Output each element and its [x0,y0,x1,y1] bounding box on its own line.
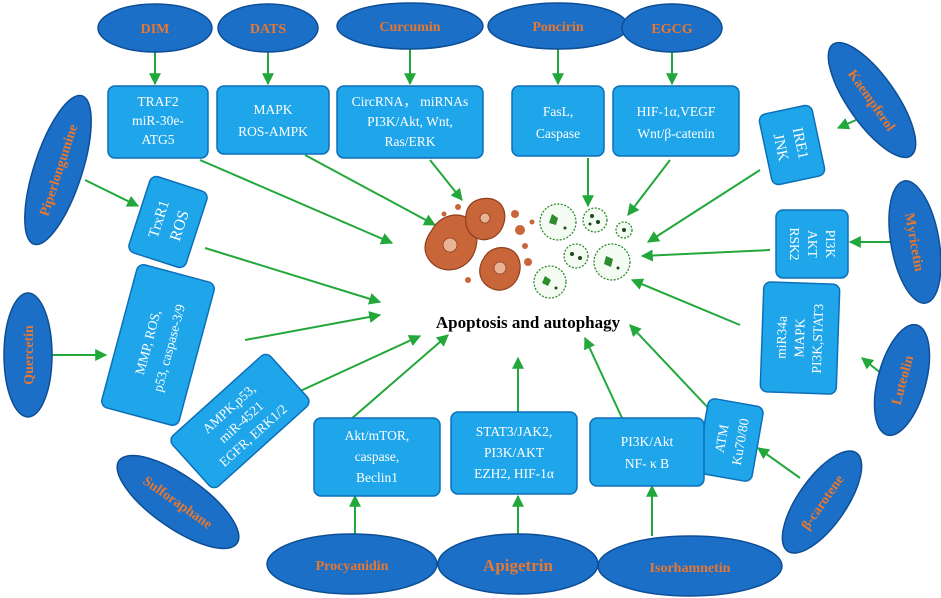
compound-egcg-label: EGCG [651,22,692,37]
arrow-myricetin-box-to-center [640,249,771,262]
target-box-apigetrin: STAT3/JAK2, PI3K/AKT EZH2, HIF-1α [450,411,578,495]
arrow-dats-box-to-center [304,154,437,226]
target-curcumin-line-3: Ras/ERK [384,134,435,149]
arrow-beta-carotene-to-box [757,447,801,479]
compound-ovals: DIM DATS Curcumin Poncirin EGCG Kaempfer… [3,2,941,597]
compound-piperlongumine: Piperlongumine [24,94,92,246]
compound-curcumin-label: Curcumin [379,20,440,35]
target-myricetin-line-2: AKT [805,230,820,258]
target-poncirin-line-1: FasL, [543,104,573,119]
target-curcumin-line-2: PI3K/Akt, Wnt, [367,114,453,129]
arrow-procyanidin-box-to-center [349,334,449,421]
compound-procyanidin-label: Procyanidin [316,559,389,574]
target-apigetrin-line-2: PI3K/AKT [484,445,545,460]
compound-beta-carotene: β-carotene [781,450,863,554]
target-box-curcumin: CircRNA， miRNAs PI3K/Akt, Wnt, Ras/ERK [336,85,484,159]
arrow-quercetin-box-to-center [244,311,382,341]
target-box-quercetin: MMP, ROS, p53, caspase-3/9 [101,263,215,427]
compound-apigetrin-label: Apigetrin [483,556,553,575]
target-box-procyanidin: Akt/mTOR, caspase, Beclin1 [313,417,441,497]
autophagic-vesicles-illustration [533,203,633,299]
compound-dim: DIM [97,3,213,53]
target-isorhamnetin-line-2: NF- κ B [625,456,669,471]
target-box-luteolin: miR34a MAPK PI3K,STAT3 [759,281,841,395]
target-apigetrin-line-3: EZH2, HIF-1α [474,466,554,481]
target-procyanidin-line-1: Akt/mTOR, [345,428,410,443]
target-luteolin-line-1: miR34a [773,316,789,359]
arrow-curcumin-box-to-center [429,159,463,201]
arrow-kaempferol-to-box [836,118,857,130]
target-to-center-arrows [199,154,771,421]
compound-curcumin: Curcumin [336,2,484,50]
target-box-isorhamnetin: PI3K/Akt NF- κ B [589,417,705,487]
compound-quercetin-label: Quercetin [22,325,37,385]
target-dim-line-3: ATG5 [142,132,175,147]
compound-isorhamnetin: Isorhamnetin [597,535,783,597]
target-luteolin-line-2: MAPK [791,318,807,358]
compound-dim-label: DIM [141,22,170,37]
arrow-isorhamnetin-box-to-center [584,336,623,419]
target-box-piperlongumine: TrxR1 ROS [128,175,208,269]
apoptotic-cells-illustration [424,197,535,291]
target-boxes: TRAF2 miR-30e- ATG5 MAPK ROS-AMPK CircRN… [101,85,849,497]
target-procyanidin-line-2: caspase, [355,449,400,464]
compound-poncirin-label: Poncirin [532,20,584,35]
arrow-egcg-box-to-center [627,159,671,216]
target-box-poncirin: FasL, Caspase [511,85,605,157]
target-kaempferol-line-1: IRE1 [789,126,811,160]
arrow-luteolin-to-box [861,357,883,375]
target-dats-line-1: MAPK [253,102,292,117]
compound-quercetin: Quercetin [3,292,53,418]
compound-dats-label: DATS [250,22,287,37]
target-box-beta-carotene: ATM Ku70/80 [696,398,764,482]
center-label: Apoptosis and autophagy [436,313,621,332]
compound-luteolin: Luteolin [873,323,931,437]
arrow-piperlongumine-to-box [84,179,140,207]
arrow-piperlongumine-box-to-center [204,247,382,305]
target-myricetin-line-3: RSK2 [787,227,802,260]
target-dim-line-1: TRAF2 [137,94,178,109]
target-box-egcg: HIF-1α,VEGF Wnt/β-catenin [612,85,740,157]
target-box-kaempferol: IRE1 JNK [758,104,826,186]
target-egcg-line-2: Wnt/β-catenin [637,126,715,141]
target-procyanidin-line-3: Beclin1 [356,470,398,485]
arrow-sulforaphane-box-to-center [284,335,422,399]
arrow-kaempferol-box-to-center [646,169,761,243]
arrow-luteolin-box-to-center [630,278,741,326]
target-dim-line-2: miR-30e- [132,113,184,128]
compound-dats: DATS [217,3,319,53]
compound-apigetrin: Apigetrin [437,533,599,595]
target-kaempferol-line-2: JNK [770,132,791,162]
target-beta-carotene-line-1: ATM [712,423,732,454]
compound-egcg: EGCG [621,3,723,53]
target-box-dats: MAPK ROS-AMPK [216,85,330,155]
target-box-dim: TRAF2 miR-30e- ATG5 [107,85,209,159]
compound-kaempferol: Kaempferol [827,41,917,159]
target-poncirin-line-2: Caspase [536,126,580,141]
arrow-beta-carotene-box-to-center [629,324,713,413]
compound-poncirin: Poncirin [487,2,629,50]
target-myricetin-line-1: PI3K [823,230,838,259]
target-box-myricetin: PI3K AKT RSK2 [775,209,849,279]
target-isorhamnetin-line-1: PI3K/Akt [621,434,674,449]
compound-myricetin: Myricetin [888,180,941,304]
compound-isorhamnetin-label: Isorhamnetin [650,561,731,576]
target-egcg-line-1: HIF-1α,VEGF [637,104,716,119]
compound-procyanidin: Procyanidin [266,533,438,595]
target-luteolin-line-3: PI3K,STAT3 [809,303,826,374]
target-apigetrin-line-1: STAT3/JAK2, [476,424,553,439]
target-dats-line-2: ROS-AMPK [238,124,308,139]
target-curcumin-line-1: CircRNA， miRNAs [352,94,469,109]
arrow-dim-box-to-center [199,159,394,245]
